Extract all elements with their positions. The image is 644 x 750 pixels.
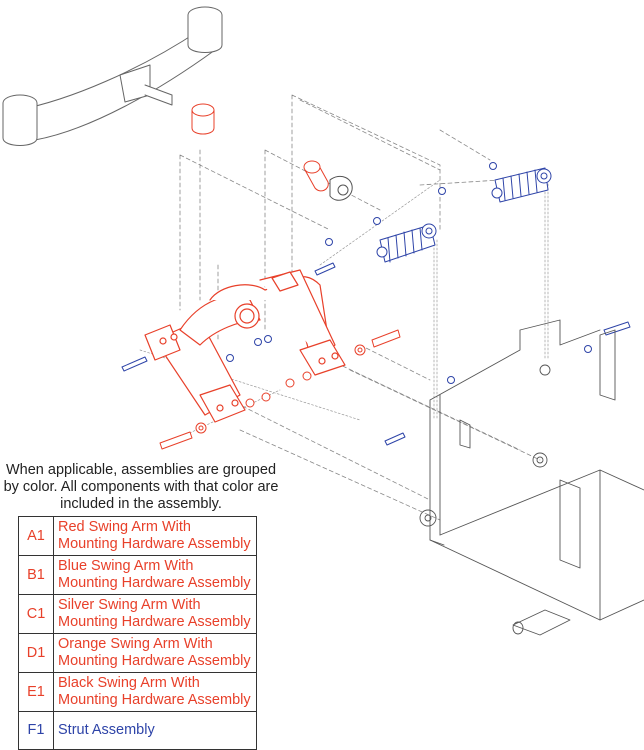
upper-arm-assembly bbox=[2, 6, 223, 146]
swing-arm bbox=[144, 269, 346, 423]
legend-line-1: Blue Swing Arm With bbox=[58, 558, 194, 574]
legend-code: D1 bbox=[18, 633, 54, 673]
legend-line-2: Mounting Hardware Assembly bbox=[58, 614, 251, 630]
base-frame bbox=[419, 319, 644, 636]
legend-line-2: Mounting Hardware Assembly bbox=[58, 536, 251, 552]
washer-silver bbox=[329, 175, 353, 201]
blue-hardware bbox=[121, 162, 631, 446]
legend-line-2: Mounting Hardware Assembly bbox=[58, 575, 251, 591]
legend-code: B1 bbox=[18, 555, 54, 595]
legend-code: E1 bbox=[18, 672, 54, 712]
red-hardware bbox=[159, 329, 401, 450]
legend-code: A1 bbox=[18, 516, 54, 556]
assembly-color-note: When applicable, assemblies are grouped … bbox=[3, 462, 279, 512]
legend-description: Strut Assembly bbox=[53, 711, 257, 750]
legend-line-1: Silver Swing Arm With bbox=[58, 597, 201, 613]
legend-line-1: Orange Swing Arm With bbox=[58, 636, 213, 652]
legend-line-2: Mounting Hardware Assembly bbox=[58, 692, 251, 708]
legend-line-1: Red Swing Arm With bbox=[58, 519, 191, 535]
bushing bbox=[191, 103, 329, 192]
legend-row-f1: F1 Strut Assembly bbox=[18, 711, 257, 750]
legend-code: F1 bbox=[18, 711, 54, 750]
legend-line-1: Black Swing Arm With bbox=[58, 675, 200, 691]
legend-code: C1 bbox=[18, 594, 54, 634]
strut-assembly bbox=[376, 167, 552, 263]
legend-line-2: Mounting Hardware Assembly bbox=[58, 653, 251, 669]
